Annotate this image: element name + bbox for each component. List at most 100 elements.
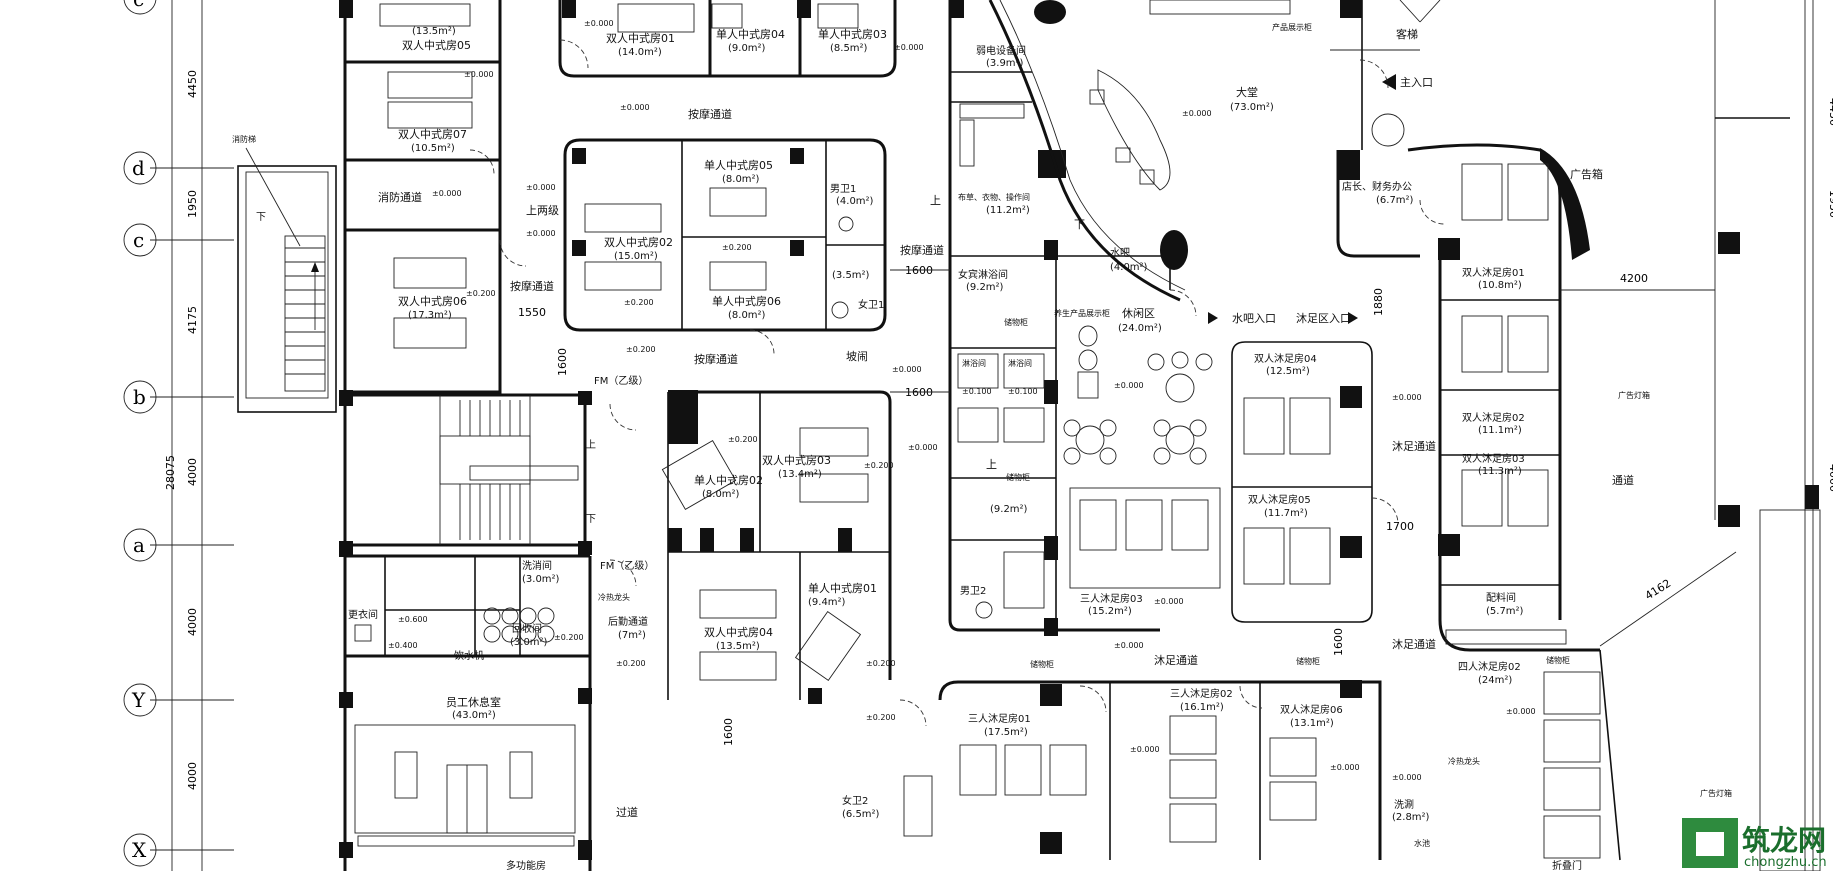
svg-text:±0.000: ±0.000 — [526, 183, 556, 192]
foot-quad-02-name: 四人沐足房02 — [1458, 660, 1521, 673]
female-shower-name: 女宾淋浴间 — [958, 268, 1008, 281]
guest-lift: 客梯 — [1396, 27, 1418, 41]
watermark: 筑龙网 chongzhu.cn — [1682, 818, 1827, 870]
room-dbl-cn-05-area: (13.5m²) — [412, 26, 456, 37]
foot-dbl-03-name: 双人沐足房03 — [1462, 452, 1525, 465]
svg-text:±0.200: ±0.200 — [554, 633, 584, 642]
dim-1600-a: 1600 — [556, 348, 569, 376]
wc-female-1-name: 女卫1 — [858, 298, 884, 311]
water-bar-name: 水吧 — [1110, 247, 1130, 259]
foot-dbl-02-area: (11.1m²) — [1478, 425, 1522, 436]
dim-left-4: 4000 — [186, 458, 199, 486]
foot-dbl-01-name: 双人沐足房01 — [1462, 266, 1525, 279]
svg-text:±0.200: ±0.200 — [866, 659, 896, 668]
storage-label-5: 储物柜 — [1546, 655, 1570, 665]
water-bar-entry: 水吧入口 — [1232, 312, 1276, 325]
svg-text:±0.200: ±0.200 — [616, 659, 646, 668]
room-sgl-cn-05-area: (8.0m²) — [722, 174, 760, 185]
room-dbl-cn-07-area: (10.5m²) — [411, 143, 455, 154]
wc-female-2-name: 女卫2 — [842, 794, 868, 807]
foot-corridor-1: 沐足通道 — [1392, 439, 1436, 453]
lounge: 水吧 (4.0m²) 养生产品展示柜 休闲区 (24.0m²) 水吧入口 沐足区… — [1054, 240, 1358, 465]
room-dbl-cn-04-area: (13.5m²) — [716, 641, 760, 652]
svg-text:±0.000: ±0.000 — [1114, 381, 1144, 390]
water-bar-area: (4.0m²) — [1110, 262, 1148, 273]
room-sgl-cn-02-area: (8.0m²) — [702, 489, 740, 500]
weak-elec-room-name: 弱电设备间 — [976, 44, 1026, 57]
room-dbl-cn-02-name: 双人中式房02 — [604, 236, 673, 249]
ad-box: 广告箱 — [1570, 167, 1603, 181]
storage-label-2: 储物柜 — [1006, 472, 1030, 482]
dim-4200: 4200 — [1620, 272, 1648, 285]
room-sgl-cn-02-name: 单人中式房02 — [694, 474, 763, 487]
wc-female-1-area: (3.5m²) — [832, 270, 870, 281]
lounge-area: (24.0m²) — [1118, 323, 1162, 334]
foot-tri-01-name: 三人沐足房01 — [968, 712, 1031, 725]
svg-text:±0.000: ±0.000 — [1130, 745, 1160, 754]
room-dbl-cn-04-name: 双人中式房04 — [704, 626, 773, 639]
dim-1700: 1700 — [1386, 520, 1414, 533]
axis-label-d: d — [132, 156, 145, 180]
svg-text:±0.000: ±0.000 — [432, 189, 462, 198]
svg-text:±0.200: ±0.200 — [466, 289, 496, 298]
service-area: 更衣间 洗消间 (3.0m²) 回收间 (3.0m²) 后勤通道 (7m²) 冷… — [345, 554, 648, 871]
lobby: 大堂 (73.0m²) ±0.000 产品展示柜 客梯 主入口 — [988, 0, 1441, 302]
manager-office-name: 店长、财务办公 — [1342, 180, 1412, 193]
corridor-label: 通道 — [1612, 473, 1634, 487]
right-edge: 4450 1950 4000 — [1714, 0, 1833, 871]
lounge-name: 休闲区 — [1122, 306, 1155, 320]
room-dbl-cn-01-area: (14.0m²) — [618, 47, 662, 58]
svg-text:±0.000: ±0.000 — [894, 43, 924, 52]
multi-room: 多功能房 — [506, 859, 546, 871]
foot-tri-01-area: (17.5m²) — [984, 727, 1028, 738]
svg-text:±0.100: ±0.100 — [1008, 387, 1038, 396]
foot-spa-rooms: 店长、财务办公 (6.7m²) 广告箱 双人沐足房01 (10.8m²) 420… — [1069, 143, 1740, 667]
massage-corridor-3: 按摩通道 — [694, 352, 738, 366]
wash-room-name: 洗涮 — [1394, 799, 1414, 811]
dim-total: 28075 — [164, 455, 177, 490]
axis-label-c: c — [133, 228, 144, 252]
svg-text:±0.200: ±0.200 — [624, 298, 654, 307]
dim-right-3: 4000 — [1827, 464, 1833, 492]
massage-corridor-2: 按摩通道 — [510, 279, 554, 293]
fire-door-1: FM（乙级） — [594, 375, 648, 387]
ramp-label: 坡闹 — [846, 350, 868, 363]
dim-left-6: 4000 — [186, 762, 199, 790]
male-wc-2: 男卫2 — [960, 585, 986, 597]
svg-text:±0.000: ±0.000 — [892, 365, 922, 374]
axis-label-c-top: c — [133, 0, 144, 11]
up-label-2: 上 — [986, 458, 997, 471]
room-sgl-cn-01-area: (9.4m²) — [808, 597, 846, 608]
watermark-url: chongzhu.cn — [1744, 855, 1827, 870]
svg-text:±0.000: ±0.000 — [1506, 707, 1536, 716]
foot-tri-03-name: 三人沐足房03 — [1080, 592, 1143, 605]
svg-text:±0.000: ±0.000 — [1392, 393, 1422, 402]
shower-2: 淋浴间 — [1008, 358, 1032, 368]
ad-lightbox-2: 广告灯箱 — [1700, 788, 1732, 798]
stair-down-label-2: 下 — [586, 514, 596, 525]
foot-tri-03-area: (15.2m²) — [1088, 606, 1132, 617]
room-sgl-cn-06-area: (8.0m²) — [728, 310, 766, 321]
room-sgl-cn-04-name: 单人中式房04 — [716, 28, 785, 41]
staff-lounge-name: 员工休息室 — [446, 695, 501, 709]
dim-right-2: 1950 — [1827, 190, 1833, 218]
room-dbl-cn-06-area: (17.3m²) — [408, 310, 452, 321]
storage-label-3: 储物柜 — [1030, 659, 1054, 669]
foot-quad-02-area: (24m²) — [1478, 675, 1512, 686]
central-upper-rooms: 双人中式房01 (14.0m²) 单人中式房04 (9.0m²) 单人中式房03… — [510, 0, 944, 366]
male-shower-area: (9.2m²) — [990, 504, 1028, 515]
axis-label-Y: Y — [131, 688, 146, 712]
room-dbl-cn-01-name: 双人中式房01 — [606, 32, 675, 45]
water-dispenser: 饮水机 — [454, 649, 484, 662]
up-two-steps: 上两级 — [526, 204, 559, 217]
foot-tri-02-name: 三人沐足房02 — [1170, 687, 1233, 700]
inner-dimensions: 1600 1550 1600 1600 1880 1700 1600 1600 … — [518, 264, 1737, 746]
recycle-room-name: 回收间 — [512, 622, 542, 635]
fire-corridor-label: 消防通道 — [378, 190, 422, 204]
room-dbl-cn-02-area: (15.0m²) — [614, 251, 658, 262]
room-dbl-cn-07-name: 双人中式房07 — [398, 128, 467, 141]
dim-left-1: 4450 — [186, 70, 199, 98]
lobby-area: (73.0m²) — [1230, 102, 1274, 113]
svg-text:±0.000: ±0.000 — [1392, 773, 1422, 782]
